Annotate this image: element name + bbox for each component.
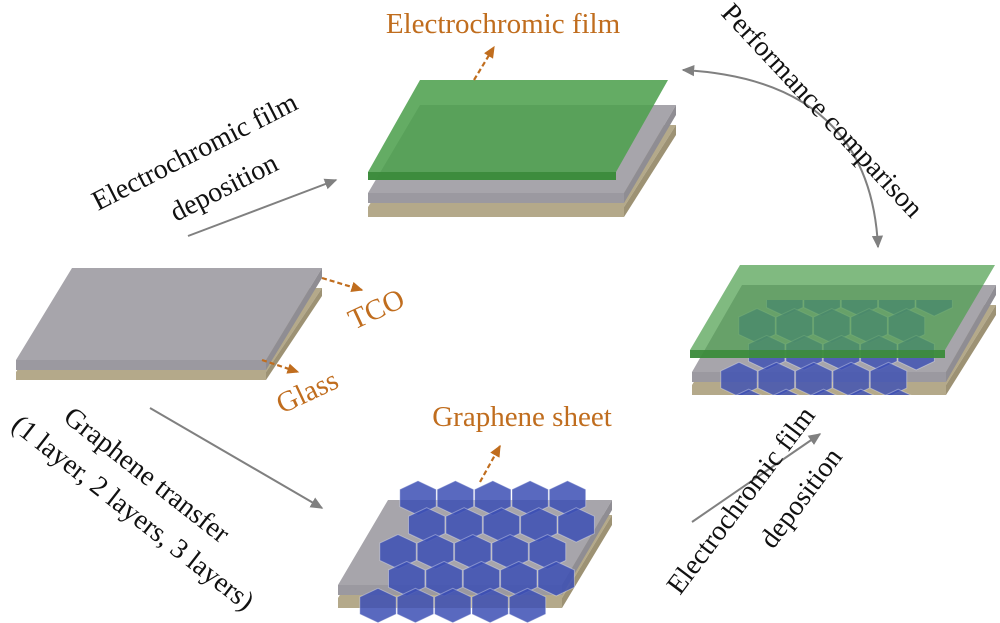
substrate-stack-left — [16, 268, 322, 380]
label-tco: TCO — [343, 283, 409, 337]
hexagon-icon — [511, 480, 549, 516]
hexagon-icon — [445, 507, 483, 543]
hexagon-icon — [379, 533, 417, 570]
hexagon-icon — [557, 507, 595, 543]
hexagon-icon — [474, 480, 512, 516]
hexagon-icon — [399, 480, 437, 516]
arrow-to-right-deposition — [691, 433, 822, 523]
hexagon-icon — [396, 587, 435, 623]
graphene-stack-bottom — [338, 480, 612, 623]
performance-comparison-arrow — [681, 65, 884, 249]
electrochromic-film-layer-right — [690, 265, 995, 358]
process-arrows — [149, 65, 884, 523]
hexagon-icon — [416, 533, 455, 570]
hexagon-icon — [869, 361, 908, 395]
hexagon-icon — [425, 560, 463, 597]
pointer-tco — [321, 276, 364, 293]
film-stack-top — [368, 80, 676, 217]
hexagon-icon — [508, 587, 547, 623]
hexagon-icon — [730, 388, 768, 395]
hexagon-icon — [500, 560, 538, 597]
hexagon-icon — [388, 560, 426, 597]
label-electrochromic-film: Electrochromic film — [386, 8, 621, 40]
hexagon-icon — [548, 480, 587, 516]
label-performance-comparison: Performance comparison — [715, 0, 929, 224]
hexagon-icon — [879, 388, 917, 395]
hexagon-icon — [757, 361, 796, 395]
hexagon-icon — [520, 507, 558, 543]
hexagon-icon — [462, 560, 501, 597]
label-glass: Glass — [271, 364, 343, 420]
hexagon-icon — [491, 533, 529, 570]
hexagon-icon — [720, 361, 758, 395]
hexagon-icon — [482, 507, 521, 543]
hexagon-icon — [454, 533, 492, 570]
electrochromic-film-layer — [368, 80, 668, 180]
label-graphene-sheet: Graphene sheet — [432, 401, 612, 433]
arrow-to-film-deposition — [187, 178, 338, 237]
hexagon-icon — [767, 388, 805, 395]
hexagon-icon — [832, 361, 870, 395]
hexagon-icon — [408, 507, 446, 543]
combined-stack-right — [690, 265, 996, 395]
tco-layer — [16, 268, 322, 370]
label-pointers — [261, 45, 501, 483]
hexagon-icon — [537, 560, 575, 597]
hexagon-icon — [528, 533, 567, 570]
hexagon-icon — [842, 388, 880, 395]
pointer-glass — [261, 358, 300, 374]
pointer-electrochromic-film — [473, 45, 495, 81]
arrow-to-graphene-transfer — [149, 407, 324, 509]
hexagon-icon — [434, 587, 472, 623]
graphene-sheet — [359, 480, 595, 623]
hexagon-icon — [804, 388, 843, 395]
hexagon-icon — [795, 361, 833, 395]
pointer-graphene-sheet — [479, 444, 501, 483]
hexagon-icon — [471, 587, 509, 623]
hexagon-icon — [436, 480, 475, 516]
hexagon-icon — [359, 587, 397, 623]
